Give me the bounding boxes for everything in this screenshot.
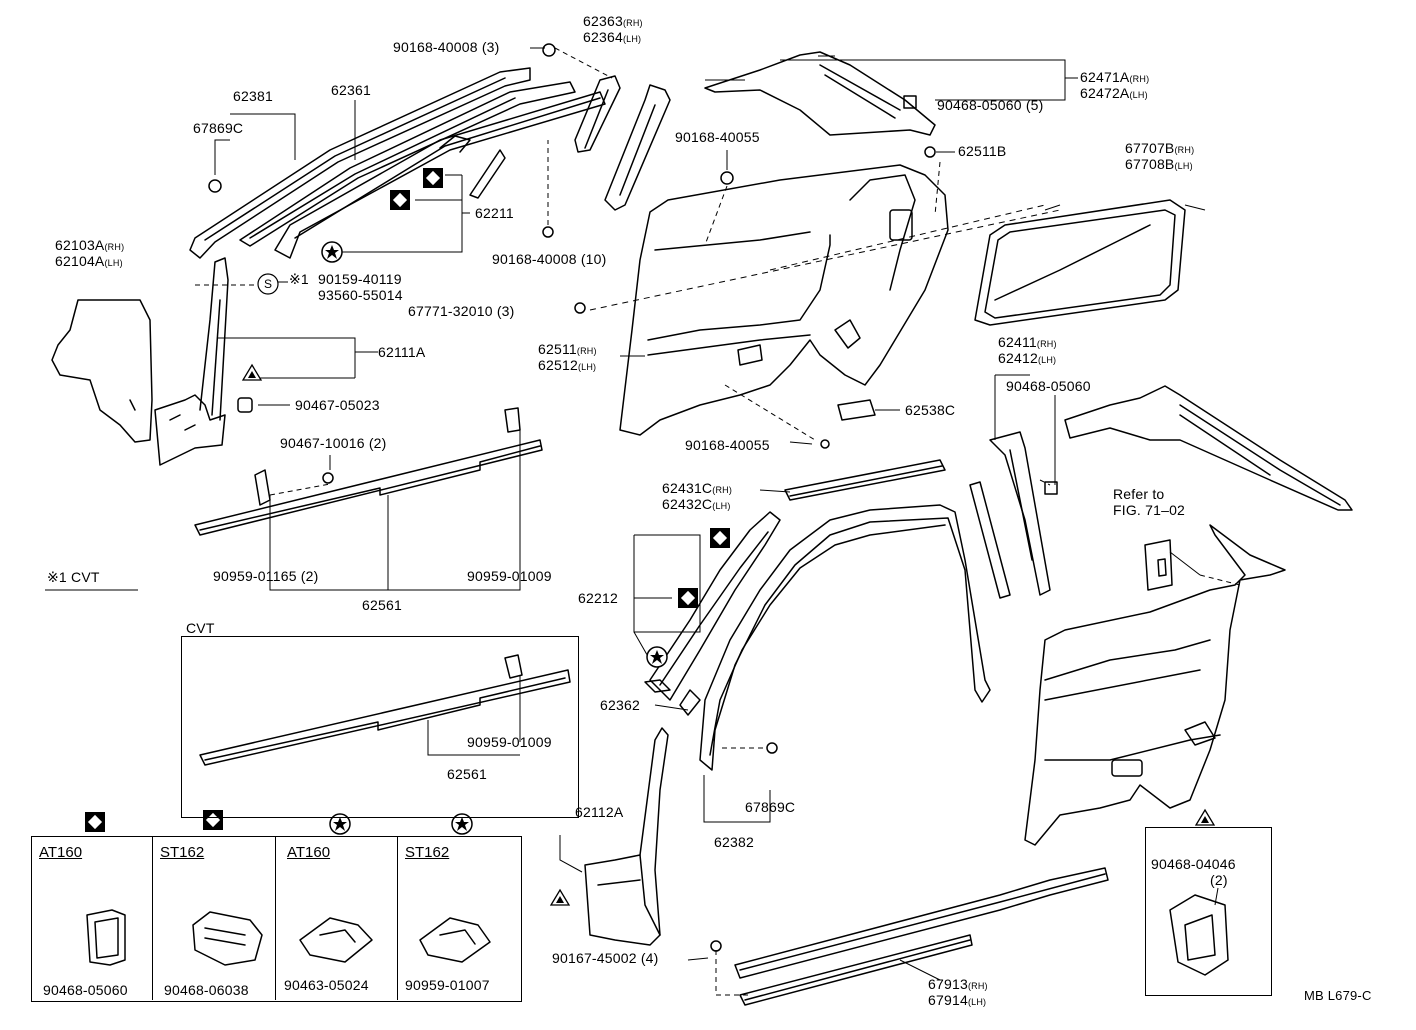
clip-table-divider-3 (397, 836, 398, 1000)
label-90467-10016: 90467-10016 (2) (280, 435, 387, 451)
label-67708B: 67708B(LH) (1125, 156, 1193, 172)
pillar-62411 (989, 431, 1051, 596)
cvt-box-title: CVT (186, 620, 215, 636)
clip-table-divider-2 (275, 836, 276, 1000)
clip-cell-3-model: AT160 (287, 844, 331, 861)
label-62471A: 62471A(RH) (1080, 69, 1150, 85)
label-62431C: 62431C(RH) (662, 480, 733, 496)
label-62211: 62211 (475, 205, 514, 221)
kick-panel (154, 394, 226, 466)
label-90168-40008-3: 90168-40008 (3) (393, 39, 500, 55)
quarter-glass-trim-67707B (974, 199, 1186, 326)
clip-table (31, 836, 522, 1002)
label-cvt-note: ※1 CVT (47, 569, 100, 585)
label-62412: 62412(LH) (998, 350, 1057, 366)
label-67771-32010: 67771-32010 (3) (408, 303, 515, 319)
label-90167-45002: 90167-45002 (4) (552, 950, 659, 966)
clip-table-divider-1 (152, 836, 153, 1000)
roof-rail-62381 (189, 67, 531, 259)
label-62361: 62361 (331, 82, 371, 98)
roof-rail-62361 (239, 81, 576, 247)
label-62364: 62364(LH) (583, 29, 642, 45)
label-62472A: 62472A(LH) (1080, 85, 1148, 101)
cvt-inset-box (181, 636, 579, 818)
label-62212: 62212 (578, 590, 618, 606)
clip-cell-2-model: ST162 (160, 844, 205, 861)
label-62362: 62362 (600, 697, 640, 713)
pillar-trim-62212 (649, 511, 781, 701)
clip-cell-4-model: ST162 (405, 844, 450, 861)
label-90468-04046-qty: (2) (1210, 872, 1228, 888)
label-67913: 67913(RH) (928, 976, 988, 992)
label-refer-to: Refer to (1113, 486, 1165, 502)
label-90168-40008-10: 90168-40008 (10) (492, 251, 607, 267)
label-90959-01009: 90959-01009 (467, 568, 552, 584)
label-62511B: 62511B (958, 143, 1007, 159)
clip-cell-3-part: 90463-05024 (284, 977, 369, 993)
label-90159-40119: 90159-40119 (318, 271, 402, 287)
label-mb-code: MB L679-C (1304, 988, 1372, 1003)
label-90959-01165: 90959-01165 (2) (213, 568, 319, 584)
label-62511: 62511(RH) (538, 341, 597, 357)
label-62411: 62411(RH) (998, 334, 1057, 350)
scuff-plate-62561 (194, 439, 543, 536)
bracket-62363 (574, 75, 621, 153)
clip-cell-1-model: AT160 (39, 844, 83, 861)
clip-shapes (86, 894, 1229, 976)
label-67869C-top: 67869C (193, 120, 244, 136)
label-62112A: 62112A (575, 804, 624, 820)
label-cvt-62561: 62561 (447, 766, 487, 782)
quarter-trim-62512 (1024, 524, 1286, 846)
cvt-scuff-plate (199, 669, 571, 766)
label-90168-40055-bot: 90168-40055 (685, 437, 770, 453)
label-90468-05060-5: 90468-05060 (5) (937, 97, 1044, 113)
clip-cell-2-part: 90468-06038 (164, 982, 249, 998)
clip-box-right (1145, 827, 1272, 996)
label-62104A: 62104A(LH) (55, 253, 123, 269)
label-refer-fig: FIG. 71–02 (1113, 502, 1186, 518)
roof-side-rail-right (1064, 385, 1353, 511)
label-62512: 62512(LH) (538, 357, 597, 373)
quarter-trim-62511 (619, 164, 949, 436)
door-frame-62382 (699, 504, 991, 771)
label-90168-40055-top: 90168-40055 (675, 129, 760, 145)
label-star-note: ※1 (289, 271, 309, 287)
label-90468-04046: 90468-04046 (1151, 856, 1236, 872)
a-pillar-trim (604, 84, 671, 211)
label-93560-55014: 93560-55014 (318, 287, 403, 303)
label-62103A: 62103A(RH) (55, 237, 125, 253)
label-62363: 62363(RH) (583, 13, 643, 29)
label-67914: 67914(LH) (928, 992, 987, 1008)
label-62111A: 62111A (378, 344, 426, 360)
label-cvt-90959-01009: 90959-01009 (467, 734, 552, 750)
trim-62211 (274, 91, 606, 259)
pillar-62111A (199, 257, 229, 421)
label-62538C: 62538C (905, 402, 956, 418)
label-90467-05023: 90467-05023 (295, 397, 380, 413)
label-67869C-bot: 67869C (745, 799, 796, 815)
door-opening-trim-62431C (784, 459, 946, 501)
cowl-panel-62103A (51, 299, 153, 443)
clip-cell-4-part: 90959-01007 (405, 977, 490, 993)
scuff-plate-67913 (734, 867, 1109, 979)
label-90468-05060-right: 90468-05060 (1006, 378, 1091, 394)
label-62561: 62561 (362, 597, 402, 613)
clip-cell-1-part: 90468-05060 (43, 982, 128, 998)
label-67707B: 67707B(RH) (1125, 140, 1195, 156)
label-62382: 62382 (714, 834, 754, 850)
kick-panel-62112A (584, 854, 661, 946)
label-62432C: 62432C(LH) (662, 496, 731, 512)
strip-right-a (969, 481, 1011, 599)
label-62381: 62381 (233, 88, 273, 104)
label-s-symbol: S (264, 277, 273, 291)
package-tray-trim-62471A (704, 51, 936, 136)
